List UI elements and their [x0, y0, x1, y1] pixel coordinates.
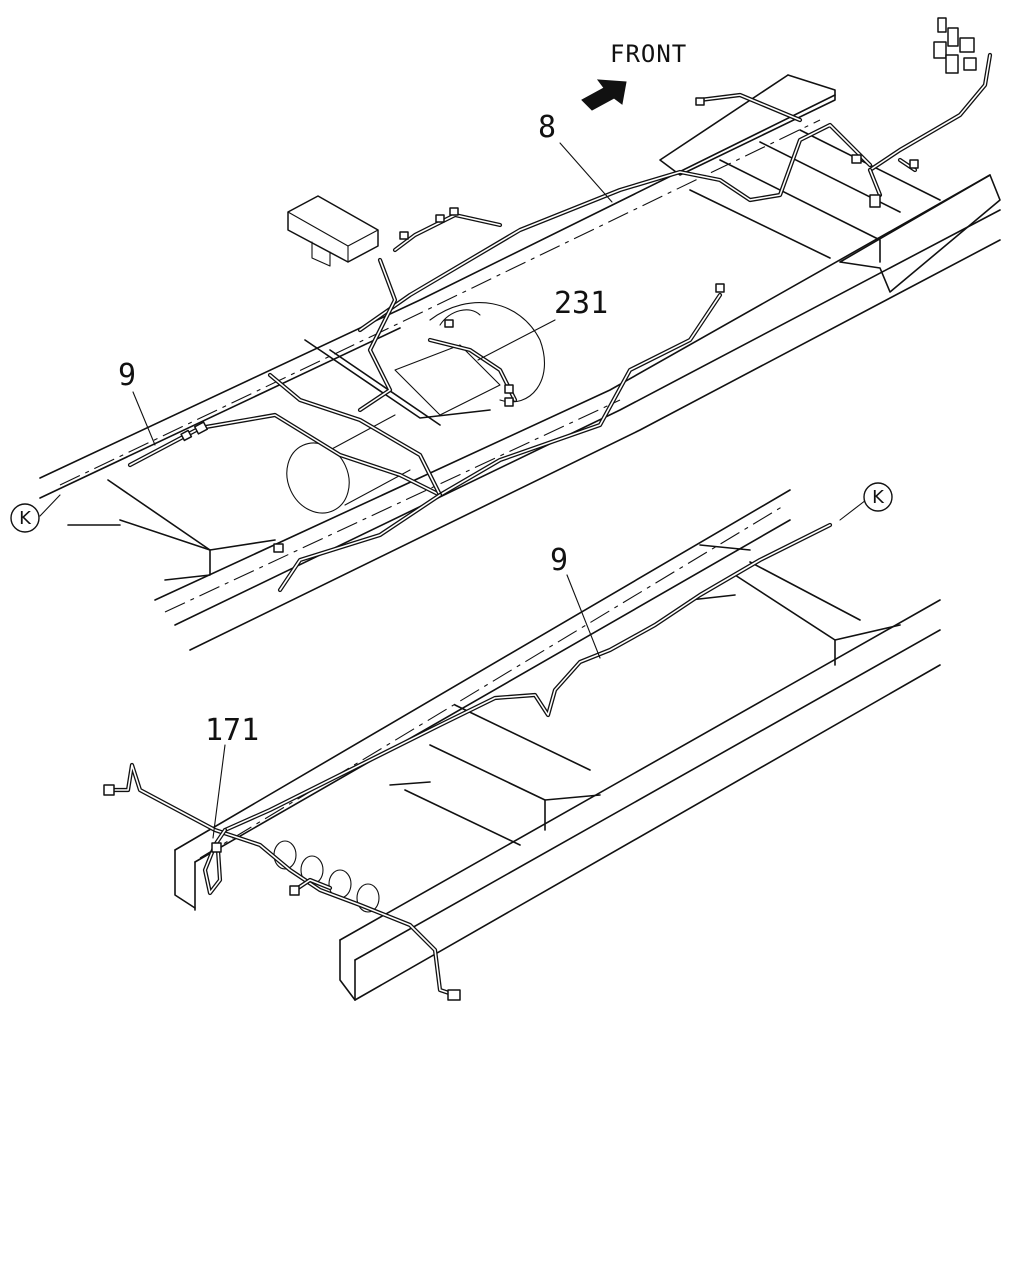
leader-lines: [39, 142, 867, 839]
connector-k-left-label: K: [19, 508, 32, 529]
callouts: 8 231 9 9 171: [118, 110, 608, 748]
upper-harness-wires: [127, 52, 993, 593]
callout-231: 231: [554, 286, 608, 321]
connector-k-left: K: [10, 503, 40, 533]
front-label: FRONT: [610, 40, 687, 68]
lower-connectors: [103, 784, 461, 1001]
callout-9-upper: 9: [118, 358, 136, 393]
connector-k-right-circle: [863, 482, 893, 512]
connector-k-right: K: [863, 482, 893, 512]
lower-chassis-frame: [174, 489, 941, 1001]
front-direction-indicator: FRONT: [581, 40, 687, 111]
callout-8: 8: [538, 110, 556, 145]
upper-connectors: [180, 17, 977, 553]
callout-9-lower: 9: [550, 543, 568, 578]
connector-k-left-circle: [10, 503, 40, 533]
callout-171: 171: [205, 713, 259, 748]
upper-chassis-frame: [39, 74, 1001, 651]
arrow-up-right-icon: [581, 79, 627, 111]
connector-k-right-label: K: [872, 487, 885, 508]
lower-harness-wires: [107, 522, 833, 998]
